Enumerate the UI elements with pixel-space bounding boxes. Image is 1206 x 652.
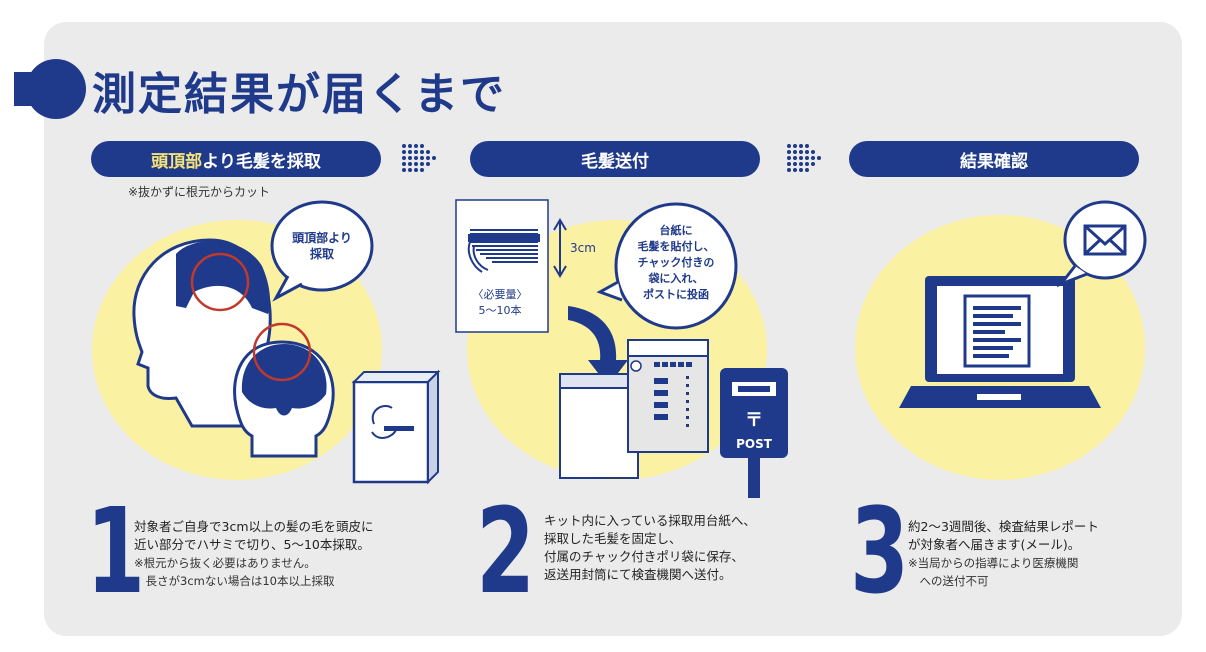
- bubble-text-line: チャック付きの: [638, 255, 715, 269]
- desc-line: 返送用封筒にて検査機関へ送付。: [544, 567, 732, 582]
- step-arrow-icon: [787, 144, 821, 172]
- post-mark: 〒: [745, 410, 763, 431]
- desc-line: キット内に入っている採取用台紙へ、: [544, 513, 756, 528]
- length-label: 3cm: [570, 241, 596, 255]
- step1-note: ※抜かずに根元からカット: [128, 185, 271, 199]
- desc-line: 対象者ご自身で3cm以上の髪の毛を頭皮に: [134, 519, 374, 534]
- step3-header: 結果確認: [849, 141, 1139, 177]
- desc-line: 約2～3週間後、検査結果レポート: [908, 519, 1099, 534]
- desc-line: 採取した毛髪を固定し、: [544, 531, 682, 546]
- desc-note: への送付不可: [908, 574, 989, 588]
- title-marker-dot: [26, 59, 86, 119]
- step2-illustration: 〈必要量〉 5～10本 3cm 台紙に 毛髪を貼付し、 チャック付きの 袋に入れ…: [455, 199, 788, 498]
- step3-number: 3: [850, 482, 910, 620]
- bubble-text-line1: 頭頂部より: [292, 230, 352, 245]
- step3-illustration: [899, 200, 1147, 408]
- scalp-target-circle: [252, 322, 312, 382]
- step1-header: 頭頂部より毛髪を採取: [91, 141, 381, 177]
- step-arrow-icon: [402, 144, 436, 172]
- bubble-text-line: 毛髪を貼付し、: [638, 239, 715, 253]
- step1-header-text: より毛髪を採取: [202, 151, 321, 172]
- step1-description: 対象者ご自身で3cm以上の髪の毛を頭皮に 近い部分でハサミで切り、5～10本採取…: [134, 518, 374, 590]
- desc-line: 付属のチャック付きポリ袋に保存、: [544, 549, 744, 564]
- step2-header-text: 毛髪送付: [581, 151, 649, 172]
- kit-box-icon: [352, 380, 430, 484]
- step3-description: 約2～3週間後、検査結果レポート が対象者へ届きます(メール)。 ※当局からの指…: [908, 518, 1099, 590]
- desc-line: 近い部分でハサミで切り、5～10本採取。: [134, 537, 370, 552]
- step2-description: キット内に入っている採取用台紙へ、 採取した毛髪を固定し、 付属のチャック付きポ…: [544, 512, 756, 584]
- step1-number: 1: [86, 482, 146, 620]
- step1-header-highlight: 頭頂部: [151, 151, 203, 172]
- bubble-text-line2: 採取: [310, 246, 334, 261]
- desc-note: 長さが3cmない場合は10本以上採取: [134, 574, 335, 588]
- post-label: POST: [736, 437, 773, 451]
- hair-mount-card-icon: [455, 199, 549, 333]
- step1-illustration: 頭頂部より 採取: [132, 200, 441, 485]
- speech-bubble: [270, 200, 374, 292]
- bubble-text-line: 台紙に: [660, 223, 693, 237]
- desc-line: が対象者へ届きます(メール)。: [908, 537, 1081, 552]
- bubble-text-line: 袋に入れ、: [647, 271, 703, 285]
- zip-pouch-icon: [559, 373, 639, 479]
- curved-arrow-icon: [568, 306, 628, 386]
- desc-note: ※当局からの指導により医療機関: [908, 556, 1079, 570]
- scalp-target-circle: [190, 252, 250, 312]
- desc-note: ※根元から抜く必要はありません。: [134, 556, 316, 570]
- step3-header-text: 結果確認: [960, 151, 1028, 172]
- card-label-count: 5～10本: [479, 303, 522, 317]
- length-arrow-icon: [553, 218, 567, 278]
- bubble-text-line: ポストに投函: [643, 287, 709, 301]
- speech-bubble: [614, 202, 738, 330]
- step2-header: 毛髪送付: [470, 141, 760, 177]
- page-title: 測定結果が届くまで: [92, 69, 506, 120]
- card-label-required: 〈必要量〉: [473, 288, 528, 301]
- step2-number: 2: [476, 482, 536, 620]
